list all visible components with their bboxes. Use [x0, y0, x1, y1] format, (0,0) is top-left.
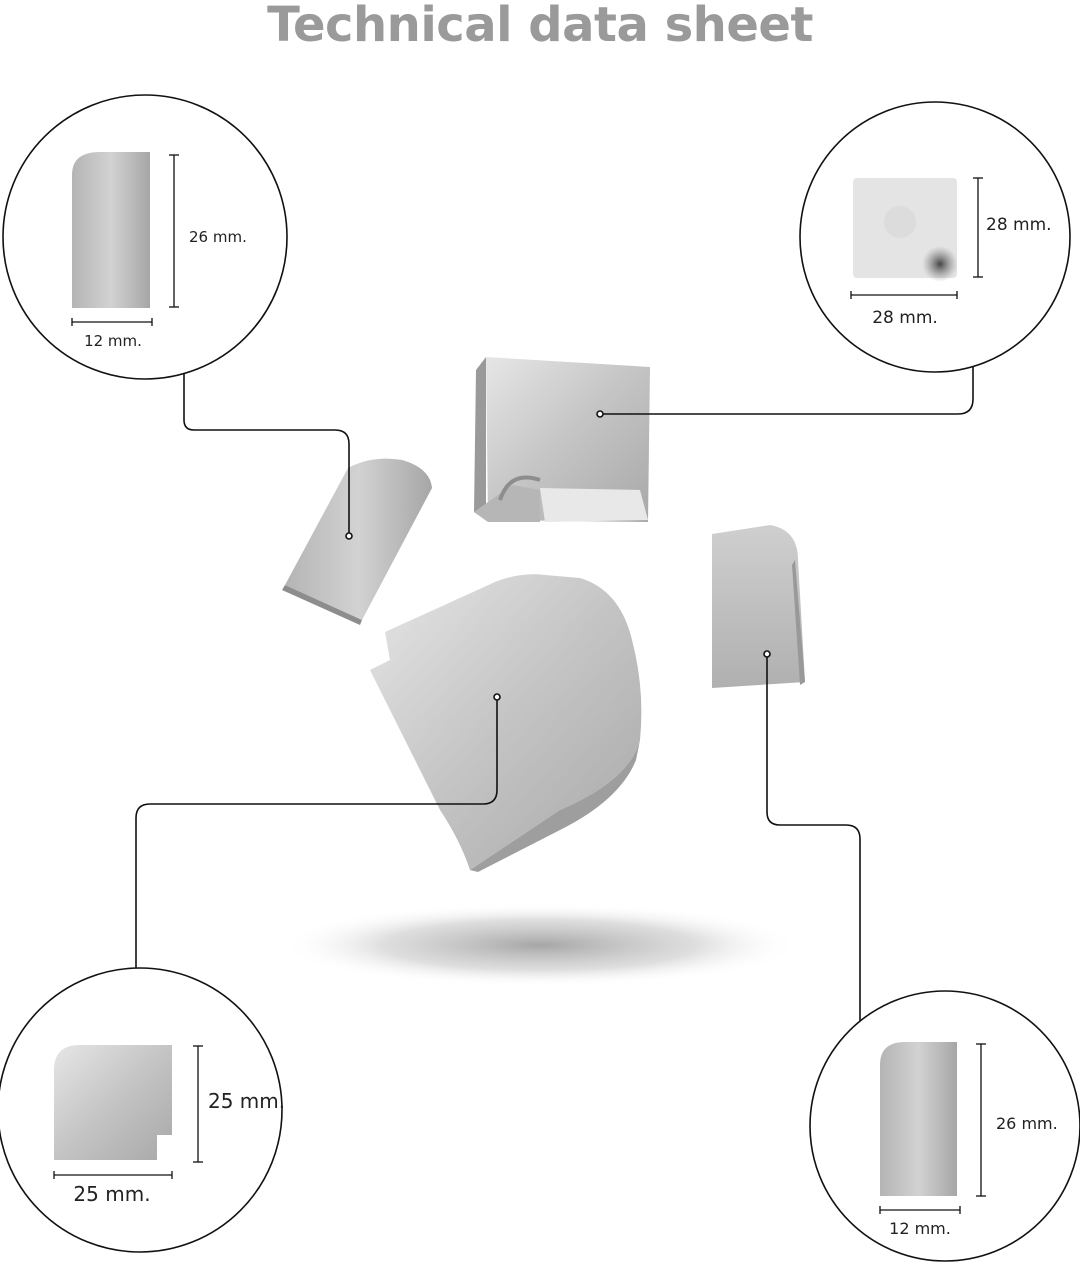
width-label: 12 mm. — [84, 332, 142, 350]
height-label: 26 mm. — [996, 1114, 1058, 1133]
part-small-endcap-left — [282, 458, 432, 625]
corner-cover-thumbnail — [54, 1045, 172, 1160]
height-label: 28 mm. — [986, 215, 1052, 235]
endcap-thumbnail — [72, 152, 150, 308]
endcap-thumbnail — [880, 1042, 957, 1196]
dot-bottom-left-a — [493, 693, 501, 701]
part-endcap-right — [712, 525, 805, 688]
width-label: 28 mm. — [872, 308, 938, 328]
dot-bottom-right-a — [763, 650, 771, 658]
callout-top-left: 26 mm. 12 mm. — [2, 94, 288, 380]
floor-shadow — [280, 903, 800, 987]
connector-lines — [135, 321, 974, 1081]
connector-bottom-left — [135, 697, 498, 1010]
connector-top-left — [183, 322, 350, 536]
connector-top-right — [600, 321, 974, 415]
dot-top-right-a — [596, 410, 604, 418]
height-label: 26 mm. — [189, 228, 247, 246]
dot-top-left-b — [345, 532, 353, 540]
callout-bottom-left: 25 mm. 25 mm. — [0, 967, 285, 1253]
width-label: 25 mm. — [73, 1182, 150, 1206]
part-corner-cover — [370, 574, 642, 872]
width-label: 12 mm. — [889, 1219, 951, 1238]
height-label: 25 mm. — [208, 1089, 285, 1113]
page-title: Technical data sheet — [267, 0, 813, 53]
part-square-bracket — [474, 357, 650, 522]
connector-bottom-right — [766, 654, 861, 1081]
callout-bottom-right: 26 mm. 12 mm. — [809, 990, 1080, 1262]
callout-top-right: 28 mm. 28 mm. — [799, 101, 1071, 373]
